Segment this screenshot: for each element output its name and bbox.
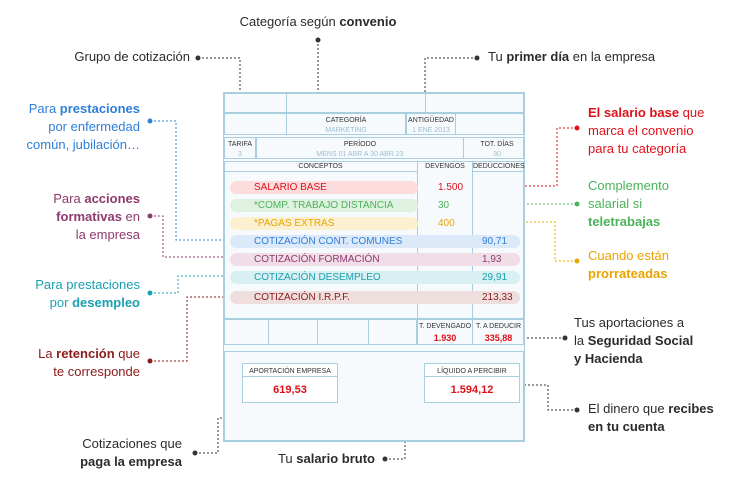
devengo-pagas-extras: 400 (438, 218, 455, 229)
deduccion-formacion: 1,93 (482, 254, 502, 265)
band-formacion (230, 253, 520, 266)
antiguedad-cell (406, 113, 456, 135)
devengos-header: DEVENGOS (425, 163, 465, 170)
callout-complemento: Complemento salarial si teletrabajas (588, 178, 669, 229)
band-desempleo (230, 271, 520, 284)
payslip: CATEGORÍA MARKETING ANTIGÜEDAD 1 ENE 201… (223, 92, 525, 442)
tarifa-value: 3 (238, 151, 242, 158)
categoria-cell (286, 113, 406, 135)
concept-desempleo: COTIZACIÓN DESEMPLEO (254, 272, 381, 283)
aportacion-empresa-value: 619,53 (273, 384, 307, 396)
totals-empty-cell-b (368, 319, 417, 345)
concept-pagas-extras: *PAGAS EXTRAS (254, 218, 335, 229)
categoria-header: CATEGORÍA (325, 117, 367, 124)
tot-dias-header: TOT. DÍAS (480, 141, 514, 148)
concept-salario-base: SALARIO BASE (254, 182, 327, 193)
periodo-value: MENS 01 ABR A 30 ABR 23 (316, 151, 404, 158)
band-cont-comunes (230, 235, 520, 248)
aportacion-empresa-header: APORTACIÓN EMPRESA (249, 368, 331, 375)
callout-grupo-cotizacion: Grupo de cotización (74, 49, 190, 64)
liquido-value: 1.594,12 (450, 384, 494, 396)
liquido-divider (425, 376, 519, 377)
t-devengado-header: T. DEVENGADO (418, 323, 472, 330)
liquido-box: LÍQUIDO A PERCIBIR 1.594,12 (424, 363, 520, 403)
callout-primer-dia: Tu primer día en la empresa (488, 49, 656, 64)
categoria-value: MARKETING (325, 127, 367, 134)
callout-categoria: Categoría según convenio (239, 14, 397, 29)
callout-desempleo: Para prestaciones por desempleo (35, 277, 140, 310)
totals-empty-cell-a (268, 319, 318, 345)
callout-salario-bruto: Tu salario bruto (277, 451, 375, 466)
deduccion-cont-comunes: 90,71 (482, 236, 508, 247)
callout-prestaciones: Para prestaciones por enfermedad común, … (26, 101, 140, 152)
concept-irpf: COTIZACIÓN I.R.P.F. (254, 292, 350, 303)
tot-dias-value: 30 (493, 151, 501, 158)
callout-retencion: La retención que te corresponde (38, 346, 140, 379)
band-irpf (230, 291, 520, 304)
devengo-salario-base: 1.500 (438, 182, 464, 193)
payslip-top-cell (286, 93, 426, 113)
band-pagas-extras (230, 217, 418, 230)
t-deducir-header: T. A DEDUCIR (475, 323, 522, 330)
liquido-header: LÍQUIDO A PERCIBIR (437, 368, 507, 375)
concept-formacion: COTIZACIÓN FORMACIÓN (254, 254, 380, 265)
deducciones-header: DEDUCCIONES (473, 163, 525, 170)
aportacion-divider (243, 376, 337, 377)
callout-dinero: El dinero que recibes en tu cuenta (588, 401, 714, 434)
callout-salario-base: El salario base que marca el convenio pa… (588, 105, 705, 156)
callout-cotizaciones-empresa: Cotizaciones que paga la empresa (80, 436, 182, 469)
antiguedad-header: ANTIGÜEDAD (408, 117, 454, 124)
devengo-comp-distancia: 30 (438, 200, 450, 211)
callout-acciones-formativas: Para acciones formativas en la empresa (53, 191, 140, 242)
t-deducir-value: 335,88 (484, 333, 513, 343)
band-comp-distancia (230, 199, 418, 212)
band-salario-base (230, 181, 418, 194)
callout-prorrateadas: Cuando están prorrateadas (588, 248, 669, 281)
antiguedad-value: 1 ENE 2013 (412, 127, 450, 134)
periodo-cell (256, 137, 464, 159)
deduccion-irpf: 213,33 (482, 292, 513, 303)
tarifa-header: TARIFA (228, 141, 252, 148)
aportacion-empresa-box: APORTACIÓN EMPRESA 619,53 (242, 363, 338, 403)
concept-table-header (224, 161, 524, 172)
t-devengado-cell (417, 319, 473, 345)
t-devengado-value: 1.930 (433, 333, 457, 343)
tarifa-cell (224, 137, 256, 159)
callout-aportaciones: Tus aportaciones a la Seguridad Social y… (574, 315, 694, 366)
conceptos-header: CONCEPTOS (298, 163, 343, 170)
concept-comp-distancia: *COMP. TRABAJO DISTANCIA (254, 200, 394, 211)
concept-cont-comunes: COTIZACIÓN CONT. COMUNES (254, 236, 403, 247)
periodo-header: PERÍODO (343, 141, 377, 148)
deduccion-desempleo: 29,91 (482, 272, 508, 283)
